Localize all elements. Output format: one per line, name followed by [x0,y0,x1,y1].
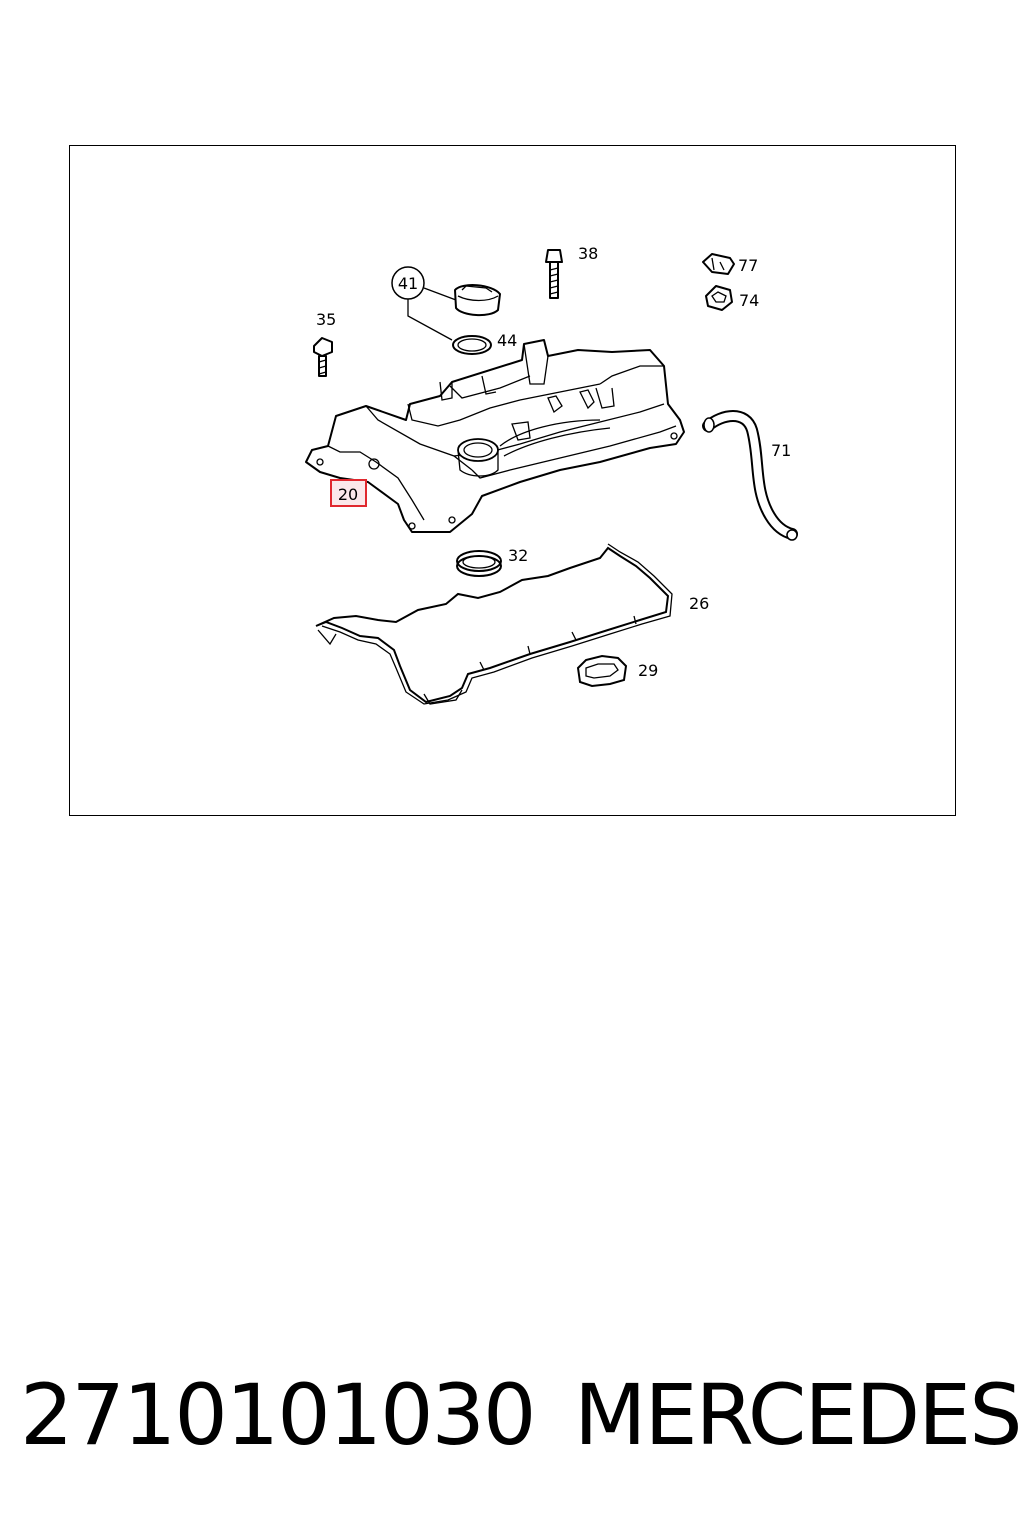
svg-text:35: 35 [316,310,336,329]
svg-text:32: 32 [508,546,528,565]
part-number: 2710101030 [20,1366,536,1464]
svg-text:77: 77 [738,256,758,275]
svg-text:41: 41 [398,274,418,293]
bolt-35[interactable]: 35 [313,310,336,377]
svg-text:38: 38 [578,244,598,263]
svg-text:20: 20 [338,485,358,504]
nut-74[interactable]: 74 [705,285,759,311]
svg-text:44: 44 [497,331,517,350]
svg-text:26: 26 [689,594,709,613]
callout-20[interactable]: 20 [330,479,367,507]
svg-text:71: 71 [771,441,791,460]
oil-filler-cap[interactable] [454,284,501,316]
gasket-26[interactable]: 26 [315,543,709,705]
gasket-29[interactable]: 29 [576,654,658,688]
bolt-38[interactable]: 38 [545,244,598,299]
brand-name: MERCEDES [574,1366,1023,1464]
cylinder-head-cover[interactable] [305,339,685,533]
clip-77[interactable]: 77 [702,253,758,275]
diagram-frame [69,145,956,816]
seal-ring-44[interactable]: 44 [452,331,517,355]
hose-71[interactable]: 71 [702,410,798,541]
svg-text:29: 29 [638,661,658,680]
seal-ring-32[interactable]: 32 [456,546,528,577]
svg-text:74: 74 [739,291,759,310]
footer: 2710101030 MERCEDES [0,1360,1024,1470]
callout-41[interactable]: 41 [391,266,457,341]
